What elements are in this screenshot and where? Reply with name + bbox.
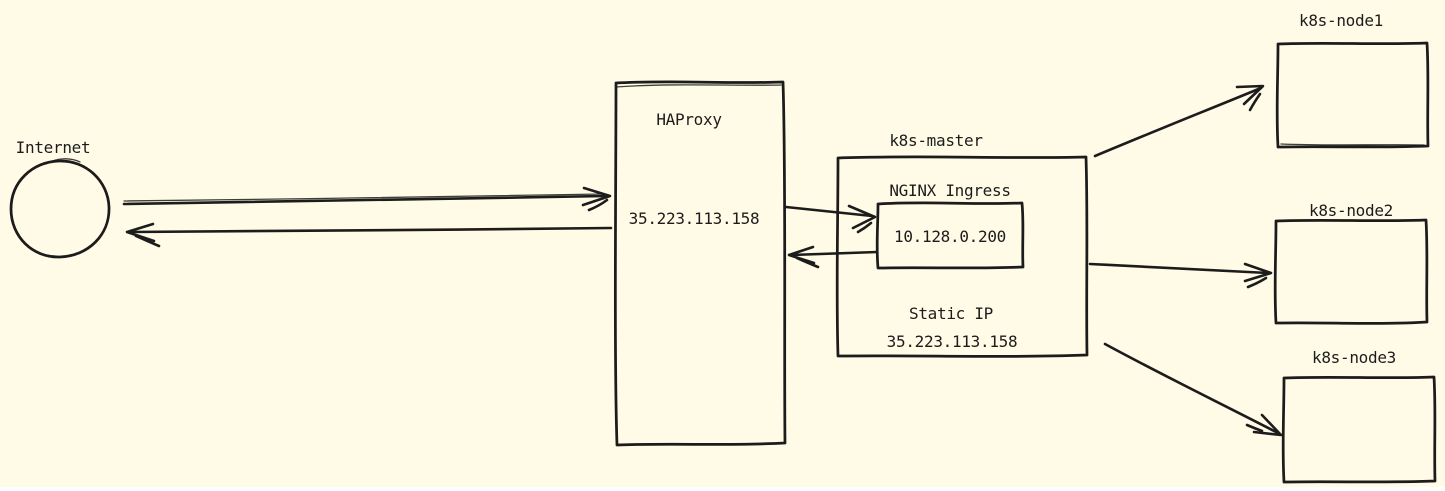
k8s-node3-label: k8s-node3	[1312, 348, 1396, 367]
nginx-ingress-label: NGINX Ingress	[889, 181, 1011, 200]
arrow-master-to-node3	[1103, 342, 1283, 437]
static-ip-label: Static IP	[909, 304, 993, 323]
k8s-node2-label: k8s-node2	[1309, 201, 1393, 220]
k8s-node2-box	[1273, 218, 1429, 325]
arrow-haproxy-to-internet	[125, 222, 613, 248]
internet-label: Internet	[15, 138, 91, 157]
static-ip-value: 35.223.113.158	[886, 332, 1018, 351]
haproxy-title: HAProxy	[656, 110, 722, 129]
k8s-node1-label: k8s-node1	[1299, 11, 1383, 30]
k8s-master-box	[835, 155, 1089, 358]
arrow-master-to-node1	[1093, 84, 1265, 158]
nginx-ingress-box	[875, 201, 1025, 270]
arrow-ingress-to-haproxy	[787, 245, 879, 269]
k8s-node1-box	[1275, 41, 1430, 149]
haproxy-box	[613, 80, 787, 447]
arrow-internet-to-haproxy	[122, 186, 612, 212]
haproxy-ip: 35.223.113.158	[628, 209, 760, 228]
arrow-master-to-node2	[1088, 262, 1273, 289]
internet-circle	[9, 158, 111, 259]
bottom-edge-strip	[0, 487, 1445, 491]
k8s-master-label: k8s-master	[889, 131, 983, 150]
nginx-ingress-ip: 10.128.0.200	[894, 227, 1006, 246]
arrow-haproxy-to-ingress	[784, 204, 877, 234]
k8s-node3-box	[1281, 375, 1437, 484]
